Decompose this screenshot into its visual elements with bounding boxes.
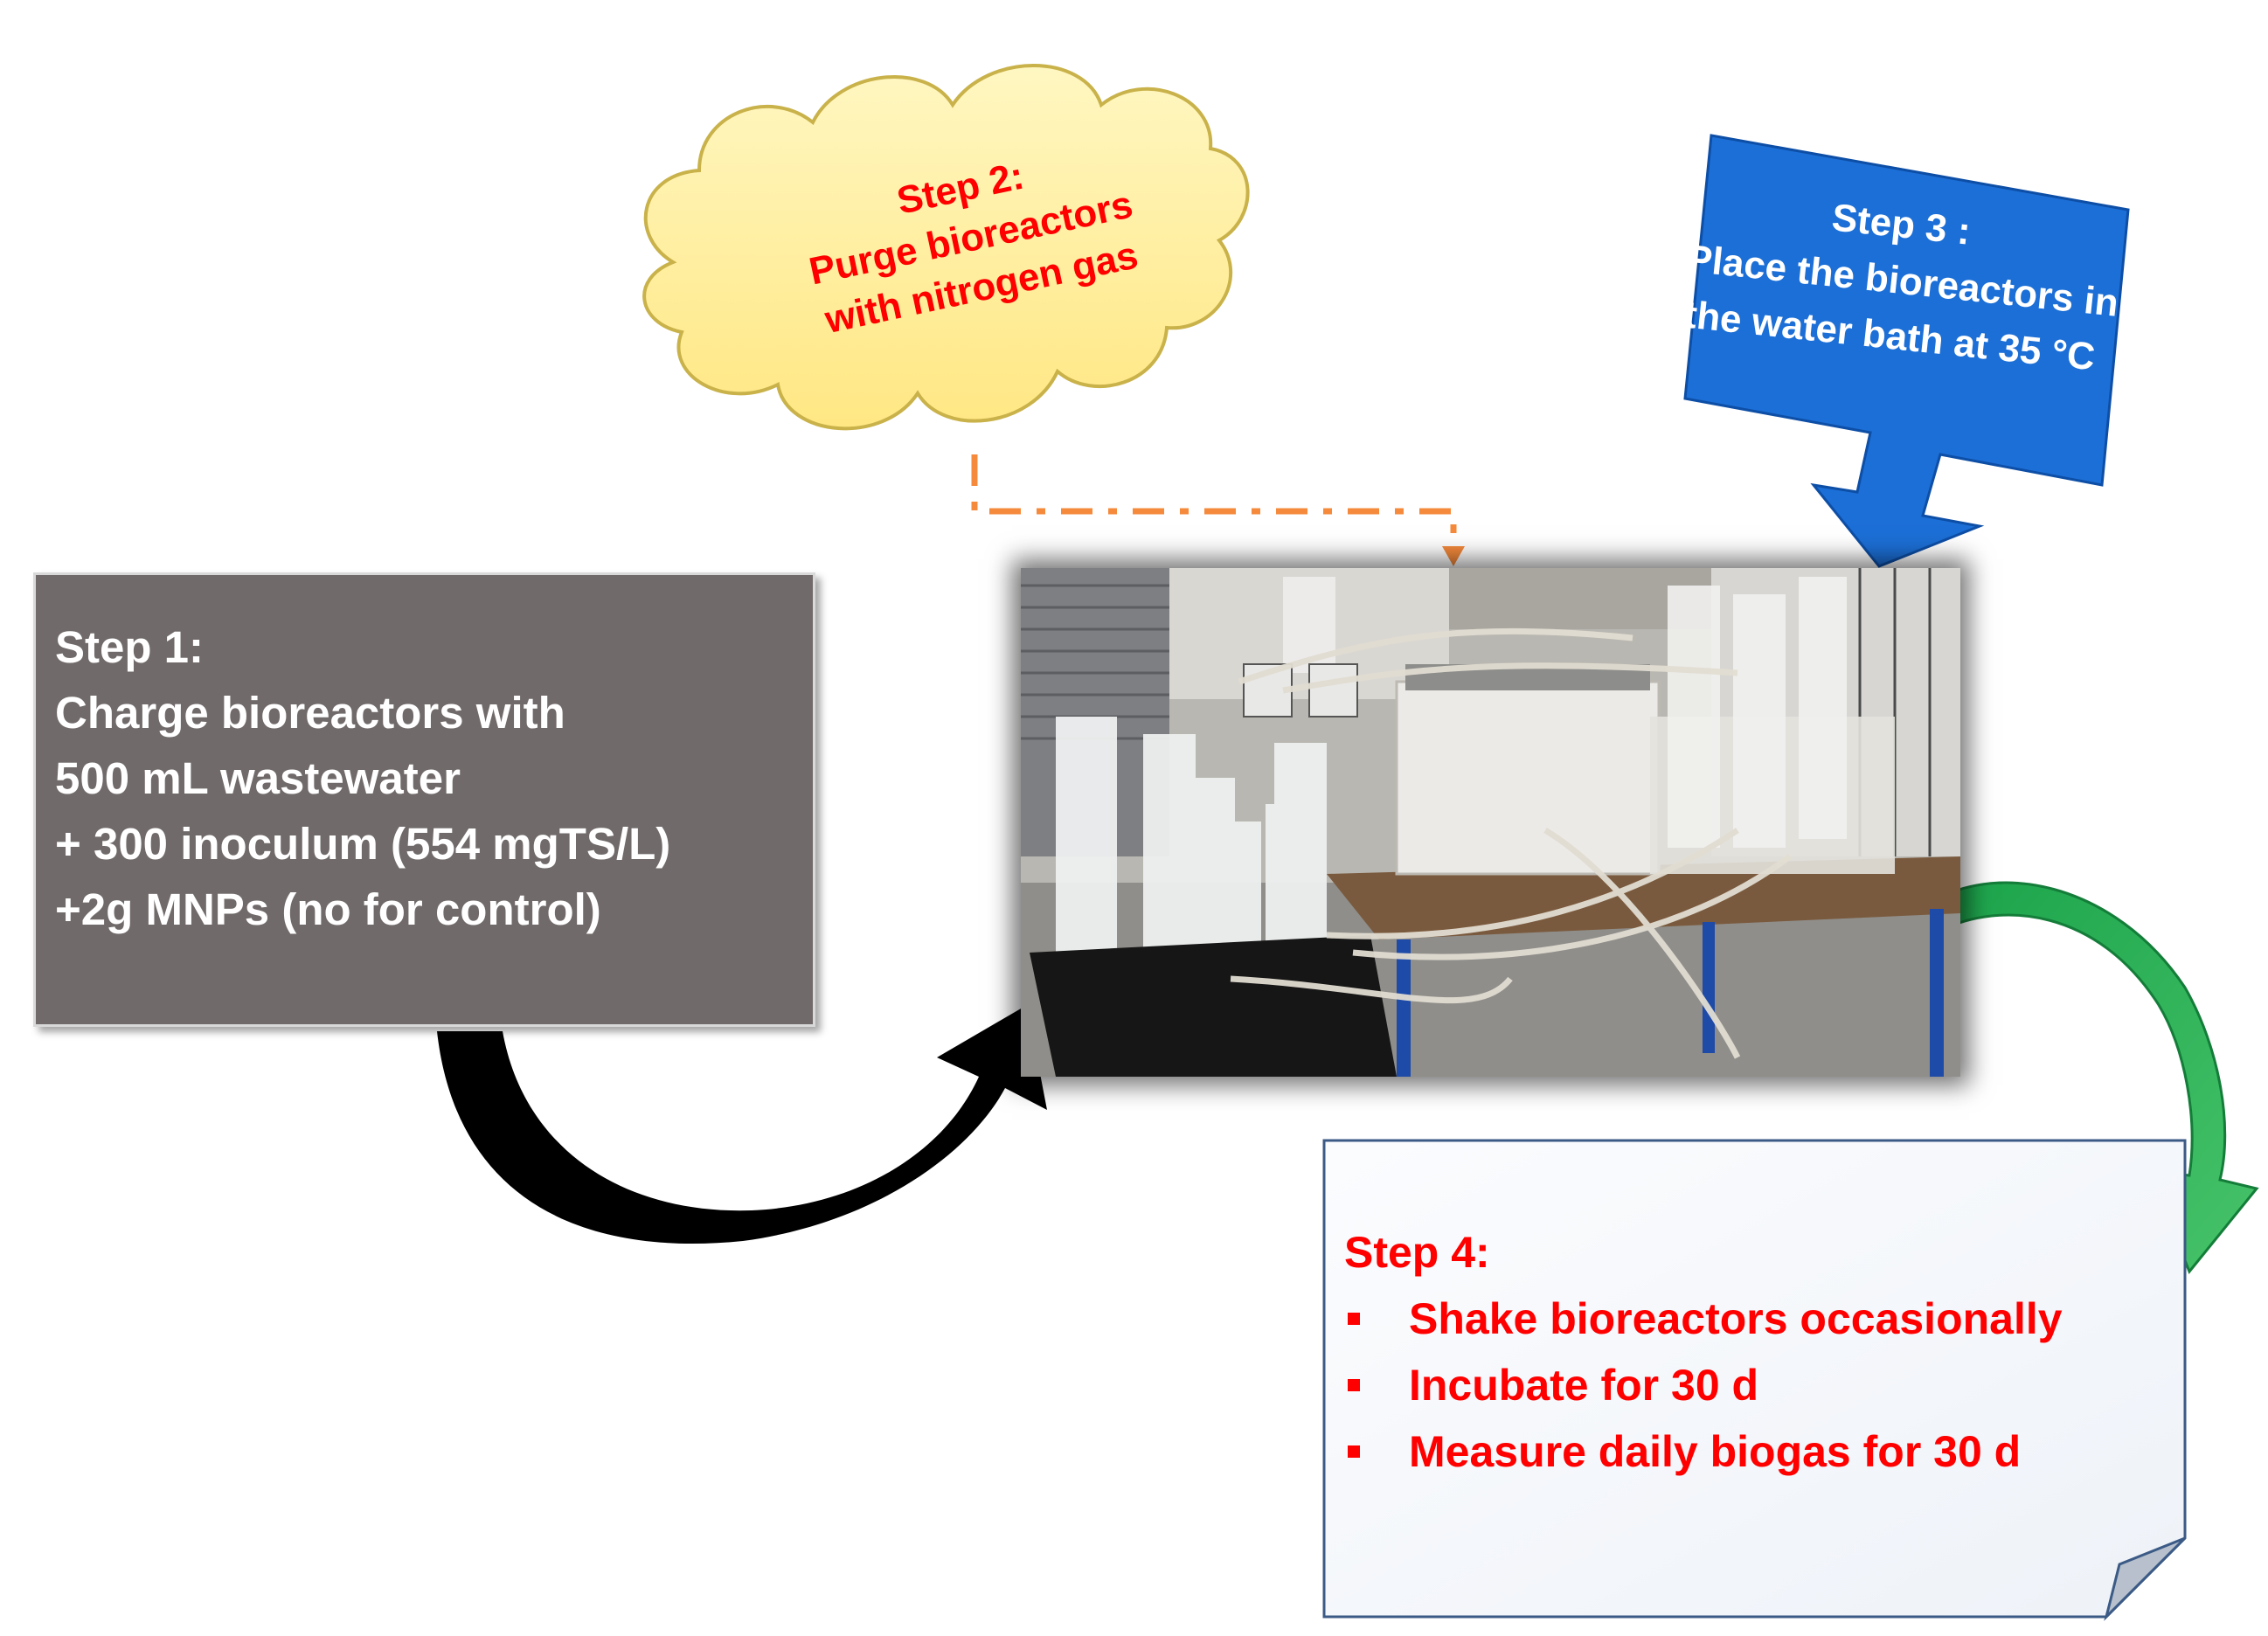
- step4-title: Step 4:: [1344, 1228, 1490, 1277]
- step1-title: Step 1:: [55, 622, 205, 672]
- step1-line-4: +2g MNPs (no for control): [55, 884, 601, 934]
- step3-banner-shape: [1683, 134, 2130, 568]
- step2-connector: [971, 454, 1465, 566]
- step1-curved-arrow: [437, 1005, 1047, 1244]
- step4-item-2: Incubate for 30 d: [1344, 1352, 2063, 1418]
- square-bullet-icon: [1348, 1379, 1360, 1391]
- square-bullet-icon: [1348, 1313, 1360, 1325]
- lab-setup-photo: [1021, 568, 1960, 1077]
- step1-line-1: Charge bioreactors with: [55, 688, 565, 738]
- step4-item-2-text: Incubate for 30 d: [1409, 1361, 1759, 1410]
- square-bullet-icon: [1348, 1445, 1360, 1458]
- step2-cloud-shape: [642, 64, 1250, 431]
- step4-item-3: Measure daily biogas for 30 d: [1344, 1418, 2063, 1485]
- step1-line-3: + 300 inoculum (554 mgTS/L): [55, 819, 671, 869]
- lab-setup-illustration: [1021, 568, 1960, 1077]
- step4-note: Step 4: Shake bioreactors occasionally I…: [1320, 1136, 2063, 1485]
- step4-item-1-text: Shake bioreactors occasionally: [1409, 1294, 2063, 1343]
- step4-note-shape: [1322, 1139, 2187, 1621]
- step4-item-3-text: Measure daily biogas for 30 d: [1409, 1427, 2022, 1476]
- step1-line-2: 500 mL wastewater: [55, 753, 461, 803]
- step4-item-1: Shake bioreactors occasionally: [1344, 1286, 2063, 1352]
- step4-list: Shake bioreactors occasionally Incubate …: [1320, 1286, 2063, 1485]
- step1-box: Step 1: Charge bioreactors with 500 mL w…: [33, 572, 815, 1027]
- step3-text: Step 3 : Place the bioreactors in the wa…: [1672, 176, 2120, 446]
